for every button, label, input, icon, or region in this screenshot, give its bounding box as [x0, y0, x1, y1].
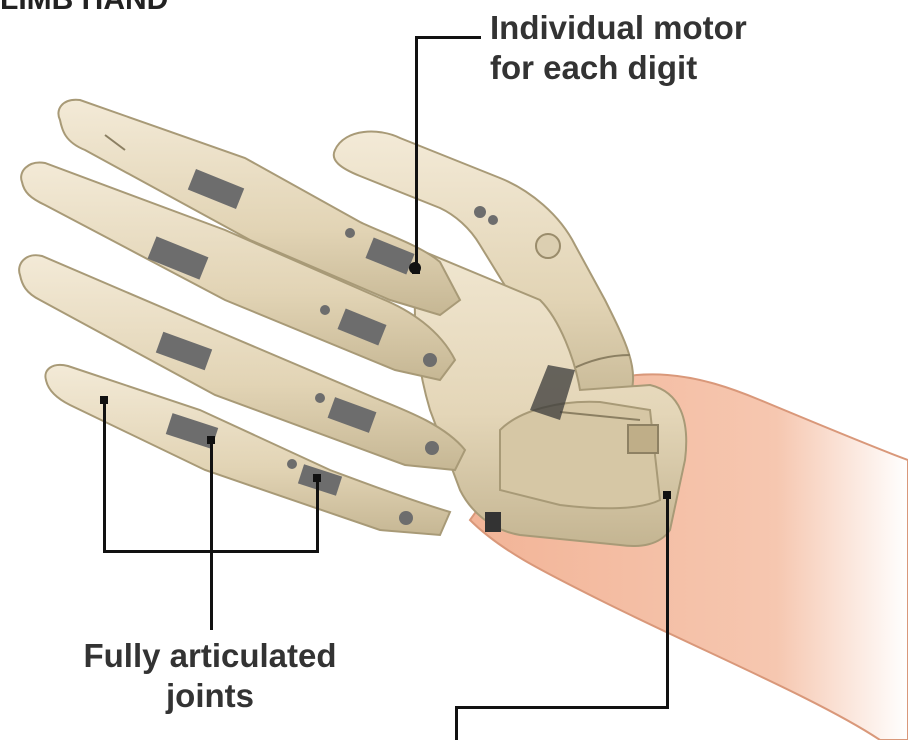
joints-callout-label: Fully articulated joints	[60, 636, 360, 716]
wrist-leader-end	[663, 491, 671, 499]
joints-leader-end-center	[207, 436, 215, 444]
motor-leader-end	[412, 266, 420, 274]
joints-leader-right	[316, 478, 319, 553]
motor-leader-vertical	[415, 36, 418, 270]
wrist-leader-vertical	[666, 495, 669, 708]
joints-leader-end-left	[100, 396, 108, 404]
motor-callout-label: Individual motor for each digit	[490, 8, 747, 88]
joints-leader-end-right	[313, 474, 321, 482]
wrist-leader-tail	[455, 706, 458, 740]
joints-leader-center	[210, 440, 213, 630]
motor-callout-line1: Individual motor	[490, 8, 747, 48]
wrist-leader-horizontal	[455, 706, 669, 709]
joints-callout-line1: Fully articulated	[60, 636, 360, 676]
joints-leader-left	[103, 400, 106, 552]
motor-callout-line2: for each digit	[490, 48, 747, 88]
joints-callout-line2: joints	[60, 676, 360, 716]
motor-leader-horizontal	[415, 36, 481, 39]
diagram-title: LIMB HAND	[0, 0, 168, 18]
